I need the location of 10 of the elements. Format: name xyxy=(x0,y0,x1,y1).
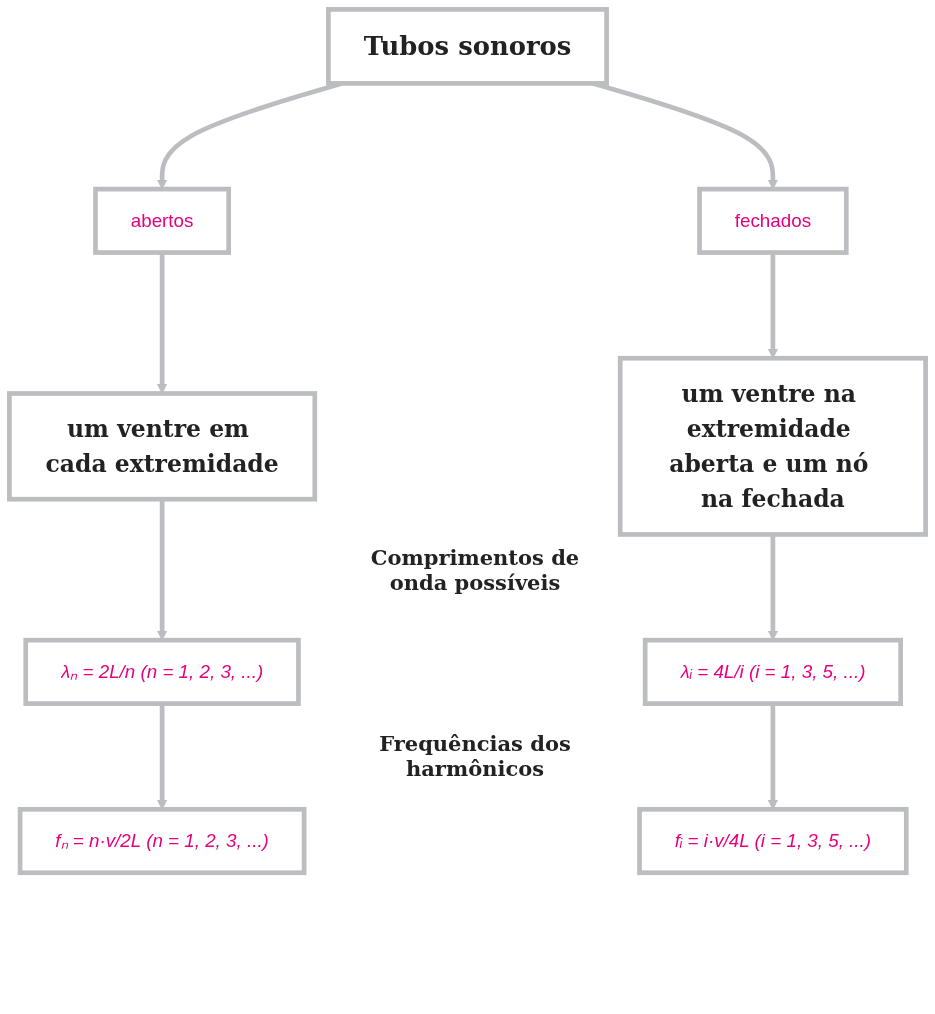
node-box: fᵢ = i·v/4L (i = 1, 3, 5, ...) xyxy=(637,806,909,876)
arrow xyxy=(156,499,168,641)
node-box: um ventre em cada extremidade xyxy=(7,391,318,502)
node-box: abertos xyxy=(93,186,232,255)
node-box: um ventre na extremidade aberta e um nó na fechada xyxy=(617,355,928,537)
node-box: λₙ = 2L/n (n = 1, 2, 3, ...) xyxy=(23,637,301,706)
node-box: fₙ = n·v/2L (n = 1, 2, 3, ...) xyxy=(17,806,307,876)
node-box: Tubos sonoros xyxy=(326,7,609,86)
node-box: λᵢ = 4L/i (i = 1, 3, 5, ...) xyxy=(642,637,903,706)
node-box: fechados xyxy=(697,186,849,255)
